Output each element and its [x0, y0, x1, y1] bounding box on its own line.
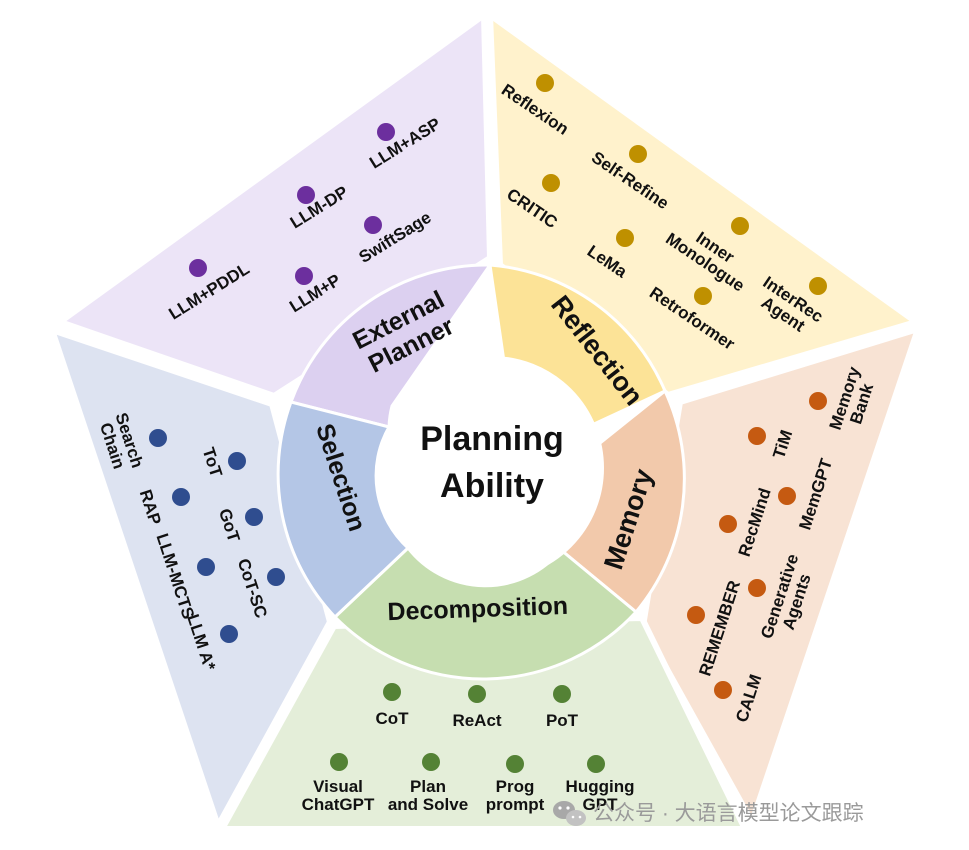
method-dot: [364, 216, 382, 234]
method-label-line: Plan: [410, 777, 446, 796]
method-dot: [295, 267, 313, 285]
method-label-line: GPT: [583, 795, 619, 814]
center-title-line1: Planning: [420, 420, 564, 458]
method-dot: [297, 186, 315, 204]
selection-ring-segment: [276, 400, 411, 620]
method-dot: [694, 287, 712, 305]
method-dot: [383, 683, 401, 701]
method-label-line: and Solve: [388, 795, 468, 814]
method-dot: [245, 508, 263, 526]
method-label-line: prompt: [486, 795, 545, 814]
method-dot: [228, 452, 246, 470]
method-dot: [731, 217, 749, 235]
method-dot: [748, 427, 766, 445]
decomposition-outer-sector: [216, 614, 750, 832]
method-dot: [687, 606, 705, 624]
watermark: 公众号 · 大语言模型论文跟踪: [553, 801, 864, 826]
method-dot: [809, 392, 827, 410]
method-dot: [189, 259, 207, 277]
method-label-line: ChatGPT: [302, 795, 375, 814]
method-dot: [542, 174, 560, 192]
method-dot: [197, 558, 215, 576]
method-dot: [778, 487, 796, 505]
method-dot: [748, 579, 766, 597]
watermark-text: 公众号 · 大语言模型论文跟踪: [593, 802, 864, 825]
method-label-line: Visual: [313, 777, 363, 796]
method-dot: [553, 685, 571, 703]
method-dot: [422, 753, 440, 771]
wechat-icon: [553, 801, 586, 826]
method-dot: [468, 685, 486, 703]
external-planner-ring-segment: [289, 263, 493, 429]
method-dot: [149, 429, 167, 447]
method-dot: [377, 123, 395, 141]
method-label: CoT: [375, 709, 409, 728]
method-label-line: Prog: [496, 777, 535, 796]
selection-outer-sector: [47, 325, 334, 834]
method-dot: [587, 755, 605, 773]
method-dot: [714, 681, 732, 699]
method-dot: [629, 145, 647, 163]
center-circle: [380, 356, 604, 580]
method-label: PoT: [546, 711, 579, 730]
method-dot: [172, 488, 190, 506]
method-dot: [506, 755, 524, 773]
decomposition-ring-segment: [332, 545, 639, 681]
method-dot: [719, 515, 737, 533]
method-dot: [809, 277, 827, 295]
method-dot: [220, 625, 238, 643]
center-title-line2: Ability: [440, 467, 544, 505]
method-dot: [267, 568, 285, 586]
method-dot: [616, 229, 634, 247]
method-label-line: Hugging: [566, 777, 635, 796]
decomposition-title: Decomposition: [387, 592, 568, 626]
method-label: ReAct: [452, 711, 501, 730]
method-dot: [536, 74, 554, 92]
method-dot: [330, 753, 348, 771]
